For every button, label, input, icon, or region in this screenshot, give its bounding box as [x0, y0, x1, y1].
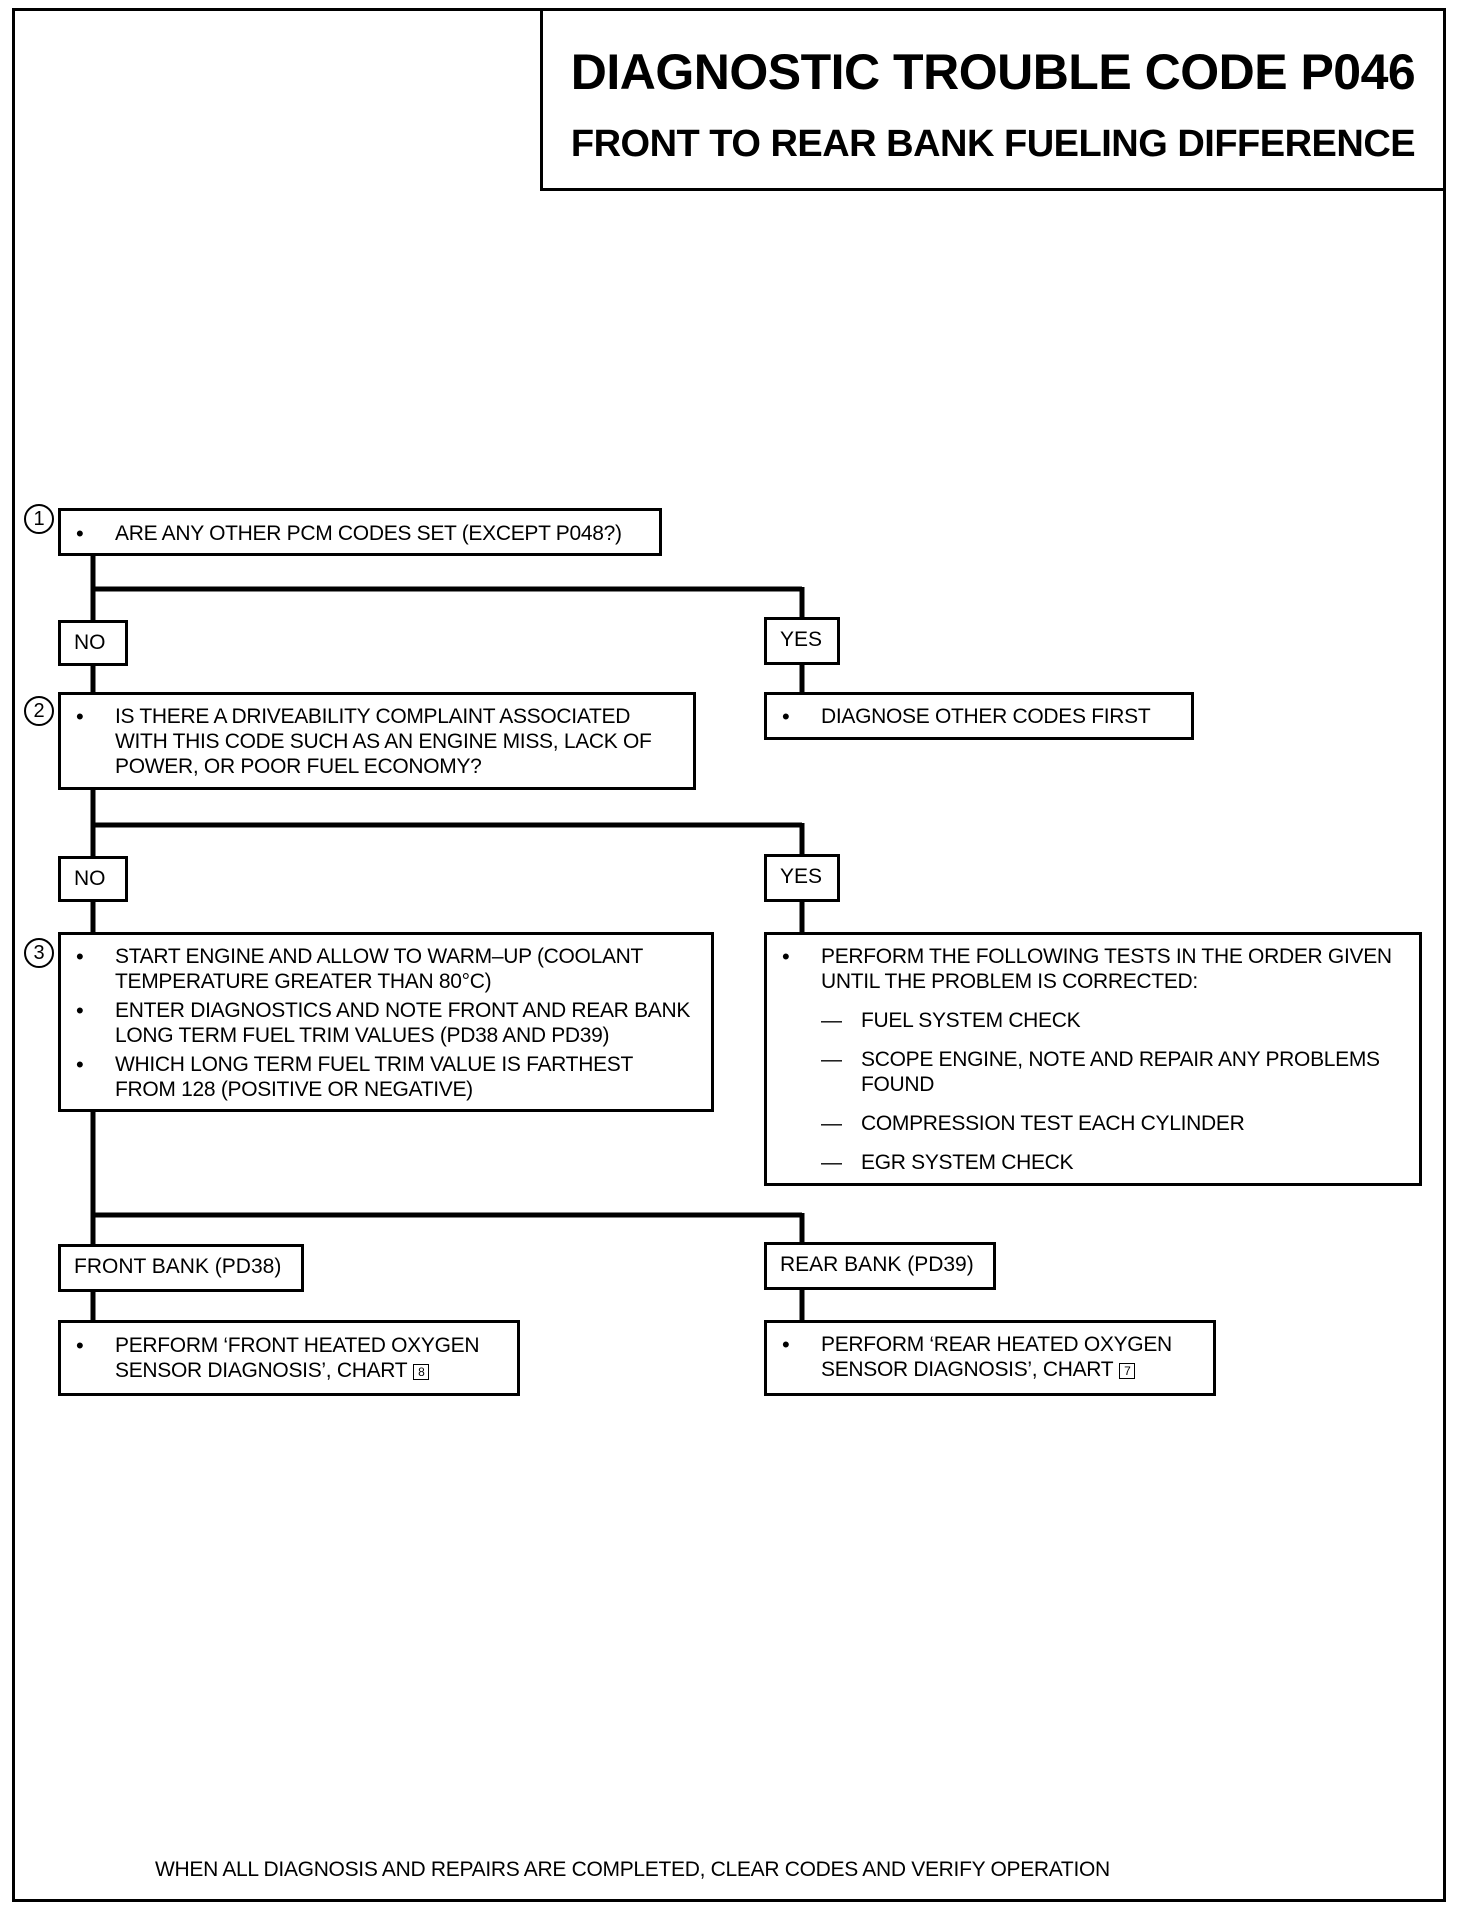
test-item: — SCOPE ENGINE, NOTE AND REPAIR ANY PROB… [767, 1047, 1403, 1097]
no-label-2: NO [58, 856, 128, 902]
step-1-question: ARE ANY OTHER PCM CODES SET (EXCEPT P048… [61, 521, 659, 546]
dash-icon: — [821, 1009, 842, 1032]
front-bank-result-box: PERFORM ‘FRONT HEATED OXYGEN SENSOR DIAG… [58, 1320, 520, 1396]
test-item-text: SCOPE ENGINE, NOTE AND REPAIR ANY PROBLE… [861, 1048, 1380, 1096]
chart-reference: 8 [413, 1364, 430, 1380]
yes-1-result-box: DIAGNOSE OTHER CODES FIRST [764, 692, 1194, 740]
dash-icon: — [821, 1048, 842, 1071]
step-number-3: 3 [24, 938, 54, 968]
dash-icon: — [821, 1112, 842, 1135]
front-bank-result-text: PERFORM ‘FRONT HEATED OXYGEN SENSOR DIAG… [115, 1334, 480, 1382]
step-2-question: IS THERE A DRIVEABILITY COMPLAINT ASSOCI… [61, 704, 673, 779]
step-number-2: 2 [24, 696, 54, 726]
yes-2-result-box: PERFORM THE FOLLOWING TESTS IN THE ORDER… [764, 932, 1422, 1186]
step-3-item: ENTER DIAGNOSTICS AND NOTE FRONT AND REA… [61, 998, 697, 1048]
yes-2-intro: PERFORM THE FOLLOWING TESTS IN THE ORDER… [767, 944, 1403, 994]
title-box: DIAGNOSTIC TROUBLE CODE P046 FRONT TO RE… [540, 8, 1446, 191]
step-3-box: START ENGINE AND ALLOW TO WARM–UP (COOLA… [58, 932, 714, 1112]
front-bank-label: FRONT BANK (PD38) [58, 1244, 304, 1292]
rear-bank-label: REAR BANK (PD39) [764, 1242, 996, 1290]
rear-bank-result: PERFORM ‘REAR HEATED OXYGEN SENSOR DIAGN… [767, 1332, 1201, 1382]
footer-note: WHEN ALL DIAGNOSIS AND REPAIRS ARE COMPL… [155, 1858, 1110, 1881]
chart-reference: 7 [1119, 1363, 1136, 1379]
page-title: DIAGNOSTIC TROUBLE CODE P046 [570, 44, 1416, 100]
test-item-text: FUEL SYSTEM CHECK [861, 1009, 1081, 1032]
yes-1-result-text: DIAGNOSE OTHER CODES FIRST [767, 704, 1191, 729]
step-1-box: ARE ANY OTHER PCM CODES SET (EXCEPT P048… [58, 508, 662, 556]
step-2-box: IS THERE A DRIVEABILITY COMPLAINT ASSOCI… [58, 692, 696, 790]
test-item: — FUEL SYSTEM CHECK [767, 1008, 1403, 1033]
rear-bank-result-text: PERFORM ‘REAR HEATED OXYGEN SENSOR DIAGN… [821, 1333, 1172, 1381]
step-3-item: START ENGINE AND ALLOW TO WARM–UP (COOLA… [61, 944, 697, 994]
test-item: — EGR SYSTEM CHECK [767, 1150, 1403, 1175]
step-number-1: 1 [24, 504, 54, 534]
test-item-text: EGR SYSTEM CHECK [861, 1151, 1074, 1174]
step-3-item: WHICH LONG TERM FUEL TRIM VALUE IS FARTH… [61, 1052, 697, 1102]
test-item: — COMPRESSION TEST EACH CYLINDER [767, 1111, 1403, 1136]
rear-bank-result-box: PERFORM ‘REAR HEATED OXYGEN SENSOR DIAGN… [764, 1320, 1216, 1396]
no-label-1: NO [58, 620, 128, 666]
front-bank-result: PERFORM ‘FRONT HEATED OXYGEN SENSOR DIAG… [61, 1333, 505, 1383]
dash-icon: — [821, 1151, 842, 1174]
test-item-text: COMPRESSION TEST EACH CYLINDER [861, 1112, 1245, 1135]
yes-label-1: YES [764, 617, 840, 665]
page-subtitle: FRONT TO REAR BANK FUELING DIFFERENCE [570, 123, 1416, 165]
yes-label-2: YES [764, 854, 840, 902]
